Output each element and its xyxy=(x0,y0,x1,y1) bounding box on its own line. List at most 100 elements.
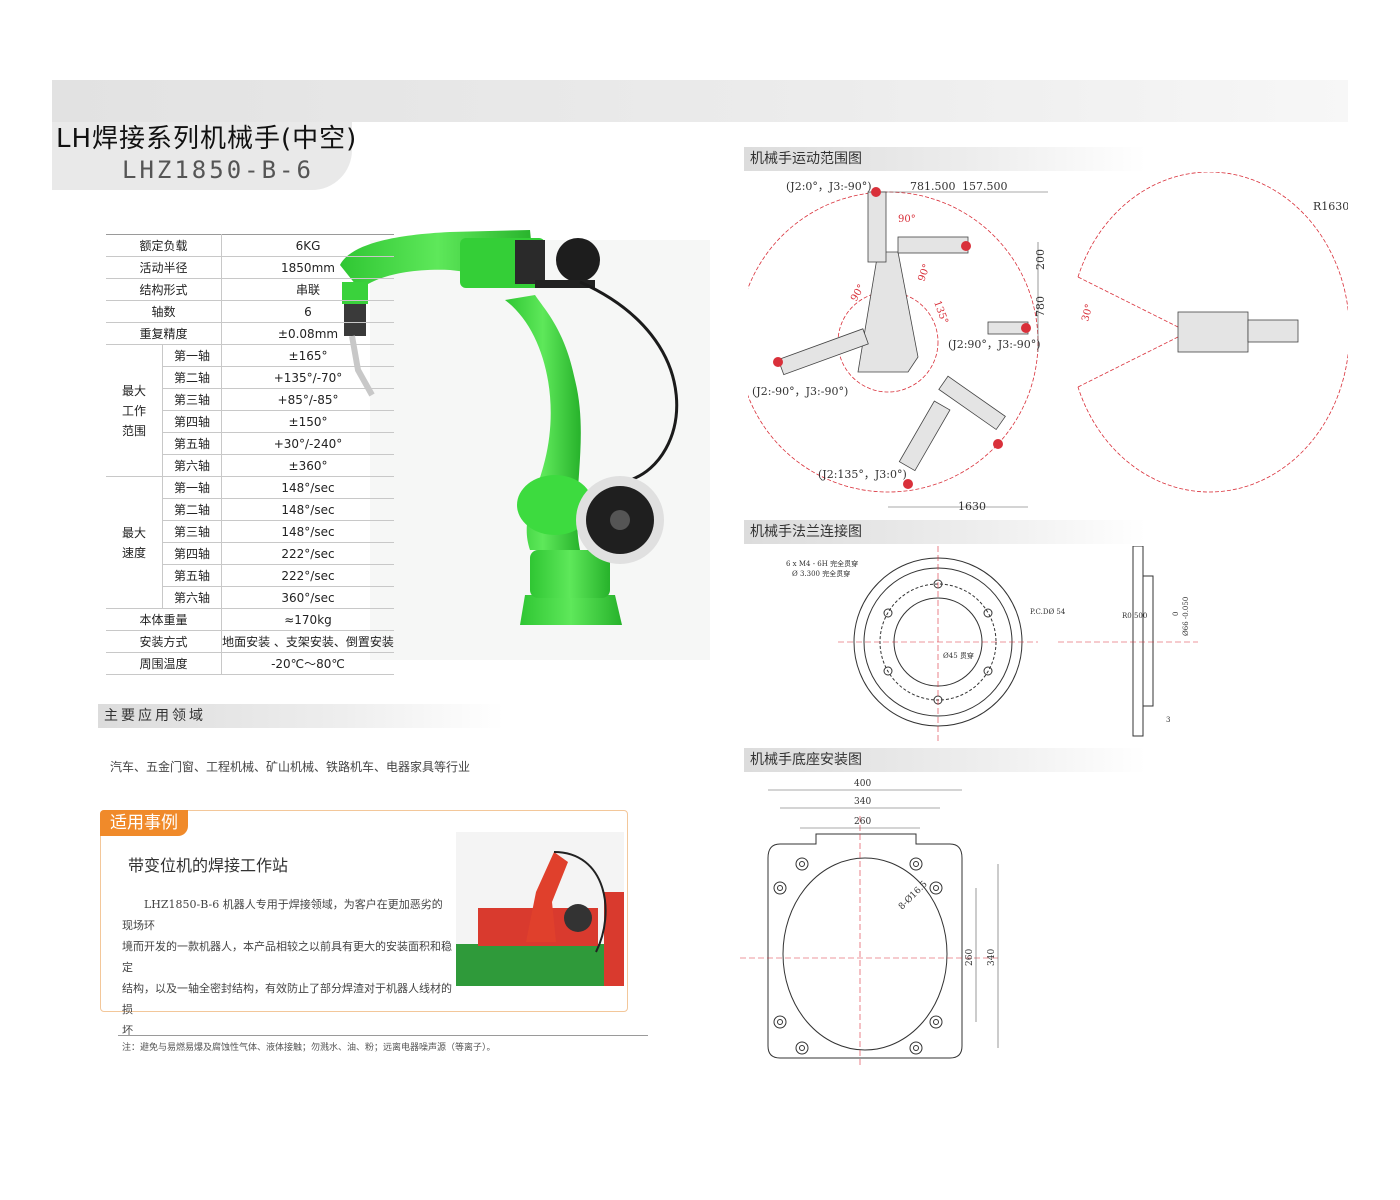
label-d45: Ø45 贯穿 xyxy=(943,651,974,660)
title-box xyxy=(52,122,352,190)
label-dim780: 780 xyxy=(1034,296,1047,317)
spec-axis: 第六轴 xyxy=(162,586,222,609)
label-hole-a: 6 x M4 - 6H 完全贯穿 xyxy=(786,559,858,568)
spec-value: +30°/-240° xyxy=(221,432,394,455)
note-text: 注：避免与易燃易爆及腐蚀性气体、液体接触；勿溅水、油、粉；远离电器噪声源（等离子… xyxy=(122,1043,496,1053)
photo-frame xyxy=(604,892,624,986)
spec-axis: 第二轴 xyxy=(162,366,222,389)
label-p3: (J2:-90°，J3:-90°) xyxy=(752,385,848,398)
spec-row: 第四轴±150° xyxy=(106,410,394,433)
spec-value: +135°/-70° xyxy=(221,366,394,389)
spec-value: ±150° xyxy=(221,410,394,433)
spec-label: 轴数 xyxy=(106,300,222,323)
top-view-arc xyxy=(1077,172,1348,493)
spec-axis: 第六轴 xyxy=(162,454,222,477)
header-band xyxy=(52,80,1348,122)
base-outline xyxy=(767,833,963,1059)
spec-axis: 第一轴 xyxy=(162,344,222,367)
top-view-arm xyxy=(1247,319,1299,343)
spec-row: 周围温度-20℃～80℃ xyxy=(106,652,394,675)
case-body: LHZ1850-B-6 机器人专用于焊接领域，为客户在更加恶劣的现场环 境而开发… xyxy=(122,894,452,1041)
label-holes: 8-Ø16.5 xyxy=(896,879,930,913)
spec-label: 结构形式 xyxy=(106,278,222,301)
pose-down-arm xyxy=(898,400,951,472)
label-h260: 260 xyxy=(965,949,975,966)
group-label-line: 最大 xyxy=(121,383,146,398)
label-dim200: 200 xyxy=(1034,249,1047,270)
spec-label: 额定负载 xyxy=(106,234,222,257)
case-body-line: 境而开发的一款机器人，本产品相较之以前具有更大的安装面积和稳定 xyxy=(122,940,452,974)
applications-text: 汽车、五金门窗、工程机械、矿山机械、铁路机车、电器家具等行业 xyxy=(110,760,471,774)
pose-down-arm-2 xyxy=(938,375,1006,431)
spec-row: 第三轴+85°/-85° xyxy=(106,388,394,411)
base-center-opening xyxy=(782,857,948,1051)
spec-row: 第六轴±360° xyxy=(106,454,394,477)
motion-range-diagram: (J2:0°，J3:-90°) (J2:90°，J3:-90°) (J2:-90… xyxy=(748,172,1348,513)
spec-value: 地面安装 、支架安装、倒置安装 xyxy=(221,630,394,653)
case-body-line: 结构，以及一轴全密封结构，有效防止了部分焊渣对于机器人线材的损 xyxy=(122,982,452,1016)
feeder-bracket xyxy=(535,280,595,288)
spec-row: 第二轴+135°/-70° xyxy=(106,366,394,389)
applications-heading: 主要应用领域 xyxy=(98,704,504,728)
spec-value: ≈170kg xyxy=(221,608,394,631)
spec-value: 148°/sec xyxy=(221,476,394,499)
spec-value: 串联 xyxy=(221,278,394,301)
label-pcd: P.C.DØ 54 xyxy=(1030,608,1066,616)
wire-feeder-reel xyxy=(556,238,600,282)
spec-value: ±360° xyxy=(221,454,394,477)
page-title: LH焊接系列机械手(中空) xyxy=(56,124,358,154)
spec-row: 安装方式地面安装 、支架安装、倒置安装 xyxy=(106,630,394,653)
spec-row: 最大工作范围第一轴±165° xyxy=(106,344,394,477)
spec-label: 周围温度 xyxy=(106,652,222,675)
label-hole-b: Ø 3.300 完全贯穿 xyxy=(792,569,850,578)
spec-value: ±165° xyxy=(221,344,394,367)
base-diagram: 400 340 260 260 340 8-Ø16.5 xyxy=(740,779,1000,1066)
label-p1: (J2:0°，J3:-90°) xyxy=(786,180,872,193)
label-p2: (J2:90°，J3:-90°) xyxy=(948,338,1041,351)
flange-side-section xyxy=(1132,546,1144,737)
case-tag: 适用事例 xyxy=(100,810,188,836)
spec-axis: 第五轴 xyxy=(162,432,222,455)
group-label-line: 工作 xyxy=(121,403,146,418)
spec-value: 222°/sec xyxy=(221,564,394,587)
base-bolt-holes xyxy=(773,857,943,1055)
torch-cable xyxy=(579,280,679,482)
spec-axis: 第一轴 xyxy=(162,476,222,499)
workstation-photo xyxy=(456,832,624,986)
spec-label: 活动半径 xyxy=(106,256,222,279)
spec-axis: 第五轴 xyxy=(162,564,222,587)
spec-axis: 第四轴 xyxy=(162,410,222,433)
pose-vertical-arm xyxy=(867,191,887,263)
spec-value: 6KG xyxy=(221,234,394,257)
spec-value: 360°/sec xyxy=(221,586,394,609)
spec-row: 重复精度±0.08mm xyxy=(106,322,394,345)
spec-value: 222°/sec xyxy=(221,542,394,565)
spec-axis: 第三轴 xyxy=(162,388,222,411)
case-body-line: 坏 xyxy=(122,1024,133,1037)
label-a90b: 90° xyxy=(916,263,932,283)
photo-robot xyxy=(526,852,568,942)
label-three: 3 xyxy=(1166,716,1170,724)
label-r1630: R1630 xyxy=(1313,200,1348,213)
spec-value: 6 xyxy=(221,300,394,323)
case-body-line: LHZ1850-B-6 机器人专用于焊接领域，为客户在更加恶劣的现场环 xyxy=(122,898,443,932)
group-label-line: 最大 xyxy=(121,525,146,540)
work-range-group-label: 最大工作范围 xyxy=(106,344,163,477)
max-speed-group-label: 最大速度 xyxy=(106,476,163,609)
label-zero: 0 xyxy=(1172,612,1180,616)
robot-motor xyxy=(515,240,545,284)
spec-row: 本体重量≈170kg xyxy=(106,608,394,631)
label-h340: 340 xyxy=(987,949,997,966)
flange-diagram: 6 x M4 - 6H 完全贯穿 Ø 3.300 完全贯穿 P.C.DØ 54 … xyxy=(786,546,1198,742)
model-number: LHZ1850-B-6 xyxy=(122,156,314,184)
group-label-line: 速度 xyxy=(121,545,146,560)
label-a30: 30° xyxy=(1080,303,1095,323)
pose-base xyxy=(857,251,919,373)
